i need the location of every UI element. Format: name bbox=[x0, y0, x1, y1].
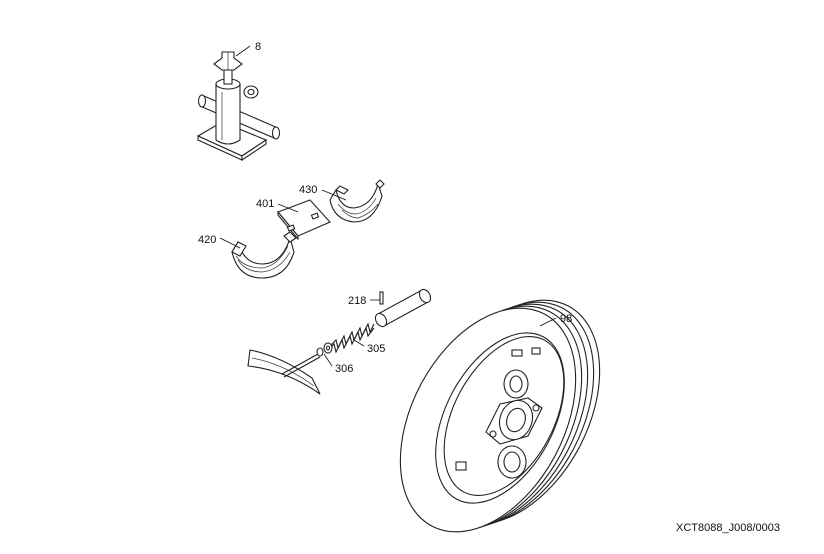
callout-lower-cover: 420 bbox=[198, 234, 216, 246]
callout-washer: 306 bbox=[335, 363, 353, 375]
lower-cover-part bbox=[231, 231, 297, 279]
spring-part bbox=[327, 322, 375, 354]
callout-upper-cover: 430 bbox=[299, 184, 317, 196]
support-jack-part bbox=[196, 51, 281, 162]
pin-sleeve-part bbox=[374, 288, 432, 328]
washer-part bbox=[316, 342, 333, 357]
leader-lines bbox=[219, 45, 557, 367]
wheel-part bbox=[399, 299, 601, 533]
callout-pin: 218 bbox=[348, 295, 366, 307]
plate-part bbox=[277, 199, 331, 241]
reference-code: XCT8088_J008/0003 bbox=[676, 522, 780, 534]
scraper-blade-part bbox=[247, 349, 321, 395]
callout-spring: 305 bbox=[367, 343, 385, 355]
callout-jack: 8 bbox=[255, 41, 261, 53]
upper-cover-part bbox=[329, 179, 385, 223]
callout-wheel: 98 bbox=[560, 313, 572, 325]
callout-plate: 401 bbox=[256, 198, 274, 210]
